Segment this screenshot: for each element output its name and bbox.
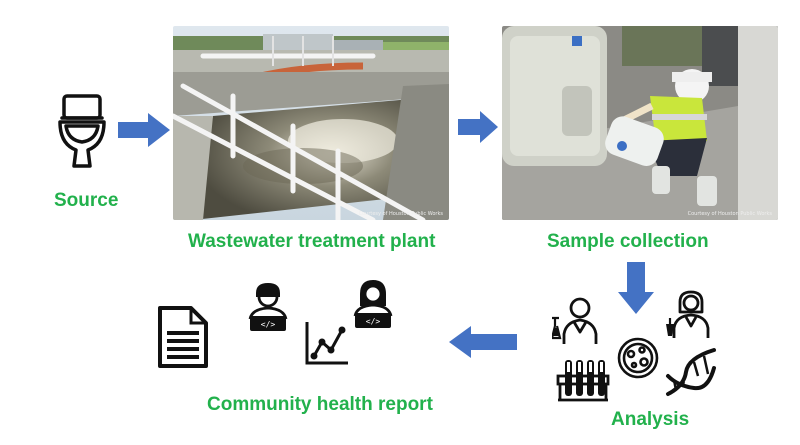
scientist-icon [552,296,600,346]
analyst-icon: </> [246,283,290,333]
svg-text:</>: </> [366,317,381,326]
dna-icon [664,346,718,398]
source-label: Source [54,190,119,211]
document-icon [157,305,209,369]
photo-credit: Courtesy of Houston Public Works [687,211,772,217]
toilet-icon [52,92,112,172]
svg-text:</>: </> [261,320,276,329]
treatment-plant-label: Wastewater treatment plant [188,231,436,252]
analyst-female-icon: </> [351,280,395,330]
worker-sampling-photo: Courtesy of Houston Public Works [502,26,778,220]
arrow-left-icon [449,326,517,358]
arrow-right-icon [118,113,170,147]
photo-credit: Courtesy of Houston Public Works [358,211,443,217]
arrow-right-icon [458,111,498,143]
sample-collection-label: Sample collection [547,231,709,252]
community-report-label: Community health report [207,394,433,415]
test-tubes-icon [556,356,610,404]
scientist-female-icon [664,290,712,340]
analysis-label: Analysis [611,409,690,430]
petri-dish-icon [616,336,660,380]
wastewater-tank-photo: Courtesy of Houston Public Works [173,26,449,220]
arrow-down-icon [618,262,654,314]
trend-chart-icon [304,320,350,366]
